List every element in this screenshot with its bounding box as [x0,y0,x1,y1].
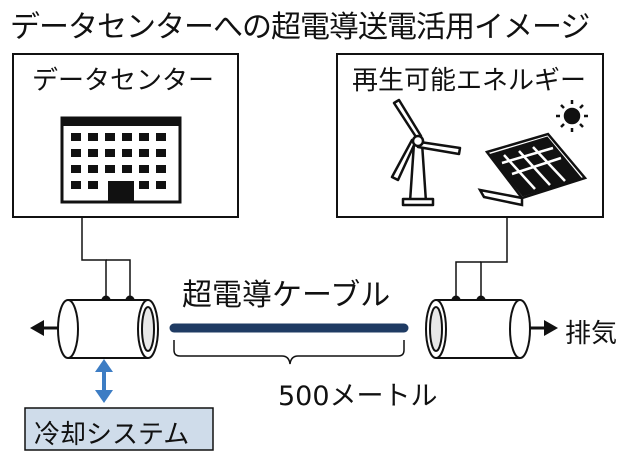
exhaust-label: 排気 [565,319,618,349]
left-arrow [30,320,58,336]
data-center-wiring [81,217,131,300]
renewable-wiring [455,217,508,300]
length-brace [173,340,405,365]
data-center-label: データセンター [32,66,215,96]
right-terminal-cylinder [425,299,531,359]
sun-icon [556,100,588,132]
left-terminal-cylinder [57,299,159,359]
cooling-double-arrow [95,359,113,403]
page-title: データセンターへの超電導送電活用イメージ [10,10,590,45]
cooling-system-box [24,407,214,451]
building-icon [60,116,182,204]
cable-label: 超電導ケーブル [182,278,391,313]
renewable-energy-box [336,53,604,218]
cable-length-label: 500メートル [278,381,438,412]
renewable-energy-label: 再生可能エネルギー [352,66,587,96]
wind-turbine-icon [390,98,462,207]
solar-panel-icon [477,132,588,207]
cooling-system-label: 冷却システム [34,420,190,450]
exhaust-arrow [530,320,558,336]
